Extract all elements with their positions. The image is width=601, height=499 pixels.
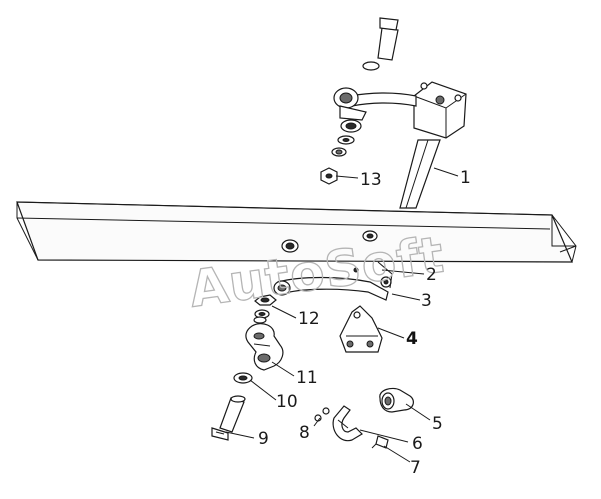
callout-12: 12 [298,309,320,329]
callout-2: 2 [426,265,437,285]
callout-3: 3 [421,291,432,311]
nut-12 [253,294,277,324]
bracket-11 [245,323,284,371]
callout-9: 9 [258,429,269,449]
callout-labels: 1 2 3 4 5 6 7 8 9 10 11 12 13 [258,168,471,478]
frame-fasteners [281,230,378,253]
bolt-7 [371,435,389,449]
callout-11: 11 [296,368,318,388]
callout-6: 6 [412,434,423,454]
callout-4: 4 [406,329,418,349]
callout-8: 8 [299,423,310,443]
callout-5: 5 [432,414,443,434]
callout-13: 13 [360,170,382,190]
nut-8 [314,407,330,422]
leader-lines [225,167,459,463]
nut-13 [320,167,338,185]
callout-1: 1 [460,168,471,188]
clamp-6 [332,405,363,442]
callout-7: 7 [410,458,421,478]
callout-10: 10 [276,392,298,412]
bolt-9 [211,395,246,441]
bushing-5 [379,387,414,413]
stabilizer-link [273,261,393,301]
bracket-4 [339,305,383,353]
shaft-1 [333,81,467,209]
frame-rail [16,201,577,263]
bolt-top [362,17,399,71]
washer-10 [233,372,253,384]
washer-stack [331,119,362,157]
